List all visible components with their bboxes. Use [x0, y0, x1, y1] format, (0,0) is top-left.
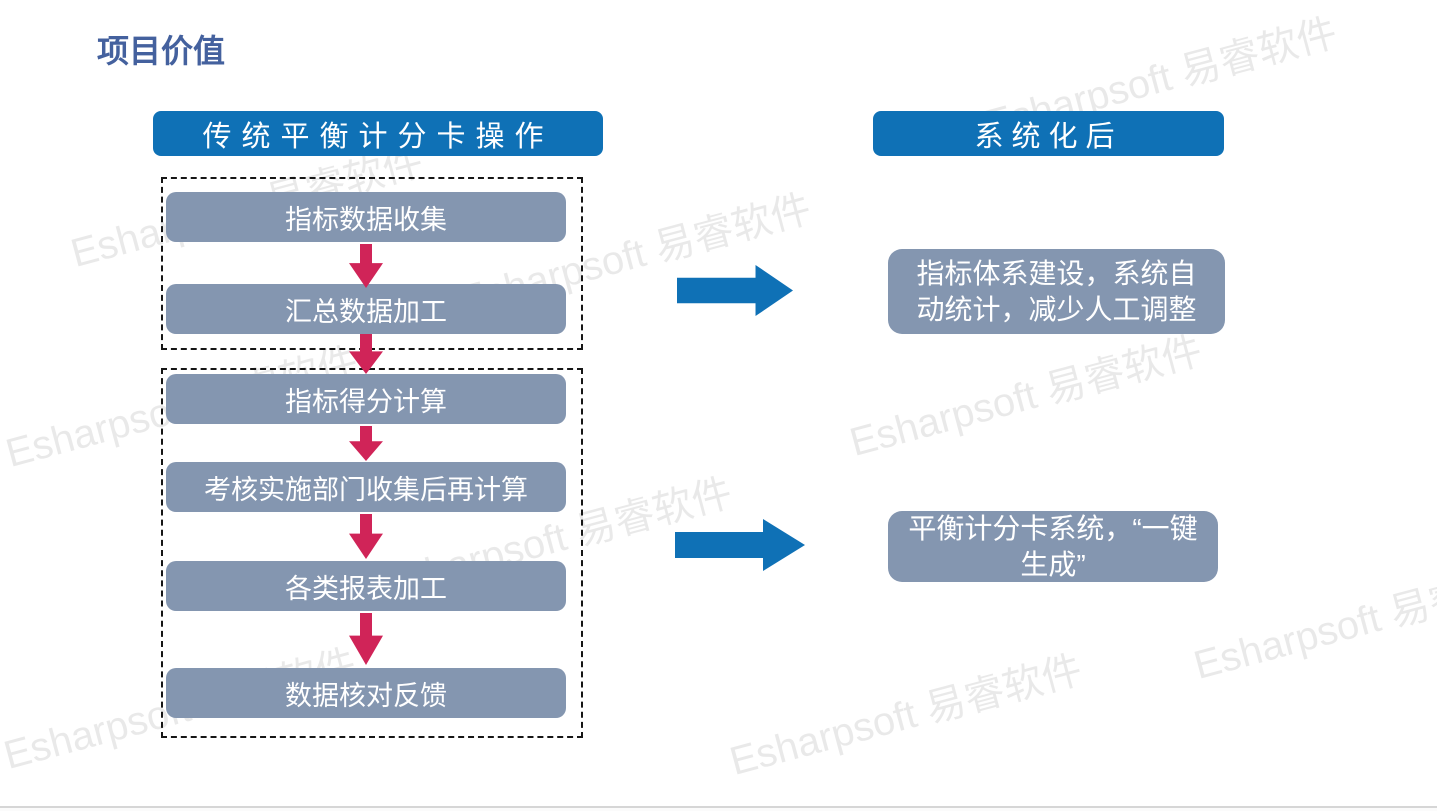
right-arrow-icon — [677, 263, 793, 318]
down-arrow-icon — [349, 613, 383, 665]
flow-step: 指标得分计算 — [166, 374, 566, 424]
result-box: 指标体系建设，系统自动统计，减少人工调整 — [888, 249, 1225, 334]
result-text: 平衡计分卡系统，“一键生成” — [908, 512, 1198, 580]
result-text: 指标体系建设，系统自动统计，减少人工调整 — [916, 257, 1197, 325]
flow-step: 各类报表加工 — [166, 561, 566, 611]
flow-group-2-frame — [161, 368, 583, 738]
flow-step: 指标数据收集 — [166, 192, 566, 242]
result-box: 平衡计分卡系统，“一键生成” — [888, 511, 1218, 582]
watermark-text: Esharpsoft 易睿软件 — [725, 647, 1087, 785]
watermark-text: Esharpsoft 易睿软件 — [1189, 551, 1437, 689]
down-arrow-icon — [349, 426, 383, 461]
down-arrow-icon — [349, 514, 383, 559]
right-arrow-icon — [675, 517, 805, 573]
flow-step: 汇总数据加工 — [166, 284, 566, 334]
left-column-header: 传统平衡计分卡操作 — [153, 111, 603, 156]
flow-step: 数据核对反馈 — [166, 668, 566, 718]
page-title: 项目价值 — [97, 33, 226, 69]
right-column-header: 系统化后 — [873, 111, 1224, 156]
watermark-text: Esharpsoft 易睿软件 — [845, 328, 1207, 466]
down-arrow-icon — [349, 334, 383, 374]
down-arrow-icon — [349, 244, 383, 288]
flow-step: 考核实施部门收集后再计算 — [166, 462, 566, 512]
slide-bottom-edge — [0, 806, 1437, 811]
